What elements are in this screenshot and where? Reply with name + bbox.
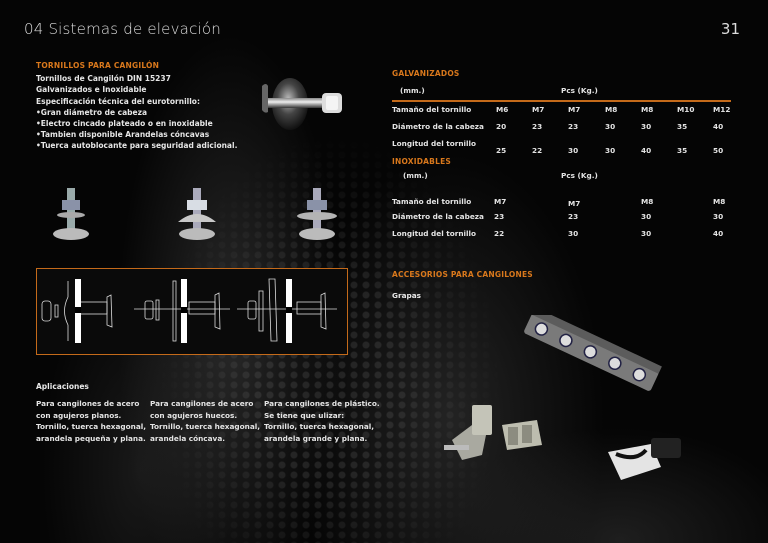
galvanizados-heading: GALVANIZADOS (392, 69, 460, 78)
diameter-cell: 30 (641, 122, 652, 131)
length-cell: 25 (496, 146, 507, 155)
table-divider (392, 100, 731, 102)
length-cell: 40 (713, 229, 724, 238)
length-cell: 22 (532, 146, 543, 155)
bolt-large-washer-photo (297, 188, 337, 240)
applications-title: Aplicaciones (36, 382, 89, 391)
page-title: 04 Sistemas de elevación (24, 20, 221, 38)
bolt-concave-washer-photo (178, 188, 216, 240)
bolt-assembly-diagram (36, 268, 348, 355)
intro-bullet: •Tambien disponible Arandelas cóncavas (36, 130, 210, 140)
length-cell: 30 (605, 146, 616, 155)
intro-line: Galvanizados e Inoxidable (36, 85, 147, 95)
row-label: Diámetro de la cabeza (392, 122, 484, 131)
application-line: arandela grande y plana. (264, 433, 368, 443)
application-line: Tornillo, tuerca hexagonal, (150, 422, 261, 432)
application-line: arandela pequeña y plana. (36, 433, 146, 443)
application-line: Tornillo, tuerca hexagonal, (36, 422, 147, 432)
diameter-cell: 30 (713, 212, 724, 221)
length-cell: 30 (568, 146, 579, 155)
intro-line: Tornillos de Cangilón DIN 15237 (36, 74, 171, 84)
application-line: Para cangilones de acero (36, 399, 140, 408)
application-line: arandela cóncava. (150, 433, 226, 443)
diameter-cell: 30 (641, 212, 652, 221)
intro-bullet: •Tuerca autoblocante para seguridad adic… (36, 141, 238, 151)
pcs-label: Pcs (Kg.) (561, 86, 598, 95)
application-line: con agujeros planos. (36, 410, 122, 420)
application-line: Para cangilones de plástico. (264, 399, 380, 408)
size-cell: M10 (677, 105, 695, 114)
application-column-plastic: Para cangilones de plástico. Se tiene qu… (264, 398, 382, 444)
bar-clamp-photo (524, 315, 662, 391)
diameter-cell: 35 (677, 122, 688, 131)
length-cell: 40 (641, 146, 652, 155)
length-cell: 35 (677, 146, 688, 155)
intro-bullet: •Gran diámetro de cabeza (36, 107, 148, 117)
diameter-cell: 30 (605, 122, 616, 131)
application-column-hollow: Para cangilones de acero con agujeros hu… (150, 398, 268, 444)
size-cell: M12 (713, 105, 731, 114)
diameter-cell: 23 (494, 212, 505, 221)
row-label: Longitud del tornillo (392, 229, 477, 238)
size-cell: M7 (568, 105, 581, 114)
application-line: Tornillo, tuerca hexagonal, (264, 422, 375, 432)
page-number: 31 (720, 20, 740, 38)
row-label: Diámetro de la cabeza (392, 212, 484, 221)
size-cell: M7 (532, 105, 545, 114)
size-cell: M8 (713, 197, 726, 206)
application-column-flat: Para cangilones de acero con agujeros pl… (36, 398, 154, 444)
size-cell: M7 (568, 199, 581, 208)
length-cell: 50 (713, 146, 724, 155)
inoxidables-heading: INOXIDABLES (392, 157, 451, 166)
diameter-cell: 40 (713, 122, 724, 131)
application-line: Se tiene que ulizar: (264, 410, 345, 420)
diameter-cell: 23 (568, 212, 579, 221)
application-line: Para cangilones de acero (150, 399, 254, 408)
clip-pair-photo (444, 405, 542, 460)
intro-bullet: •Electro cincado plateado o en inoxidabl… (36, 119, 213, 129)
size-cell: M6 (496, 105, 509, 114)
size-cell: M8 (641, 197, 654, 206)
length-cell: 30 (641, 229, 652, 238)
unit-label: (mm.) (403, 171, 428, 180)
clamp-photo (608, 438, 681, 480)
length-cell: 22 (494, 229, 505, 238)
application-line: con agujeros huecos. (150, 410, 238, 420)
assembly-drawings (41, 278, 337, 343)
unit-label: (mm.) (400, 86, 425, 95)
bolt-flat-washer-photo (53, 188, 89, 240)
pcs-label: Pcs (Kg.) (561, 171, 598, 180)
accessories-heading: ACCESORIOS PARA CANGILONES (392, 270, 533, 279)
intro-block: TORNILLOS PARA CANGILÓN Tornillos de Can… (36, 60, 256, 152)
diameter-cell: 23 (532, 122, 543, 131)
row-label: Tamaño del tornillo (392, 197, 472, 206)
carriage-bolt-photo (262, 78, 342, 130)
diameter-cell: 23 (568, 122, 579, 131)
size-cell: M8 (605, 105, 618, 114)
size-cell: M7 (494, 197, 507, 206)
intro-line: Especificación técnica del eurotornillo: (36, 96, 200, 106)
intro-heading: TORNILLOS PARA CANGILÓN (36, 61, 160, 70)
accessories-subheading: Grapas (392, 291, 422, 300)
length-cell: 30 (568, 229, 579, 238)
size-cell: M8 (641, 105, 654, 114)
row-label: Tamaño del tornillo (392, 105, 472, 114)
row-label: Longitud del tornillo (392, 139, 477, 148)
diameter-cell: 20 (496, 122, 507, 131)
